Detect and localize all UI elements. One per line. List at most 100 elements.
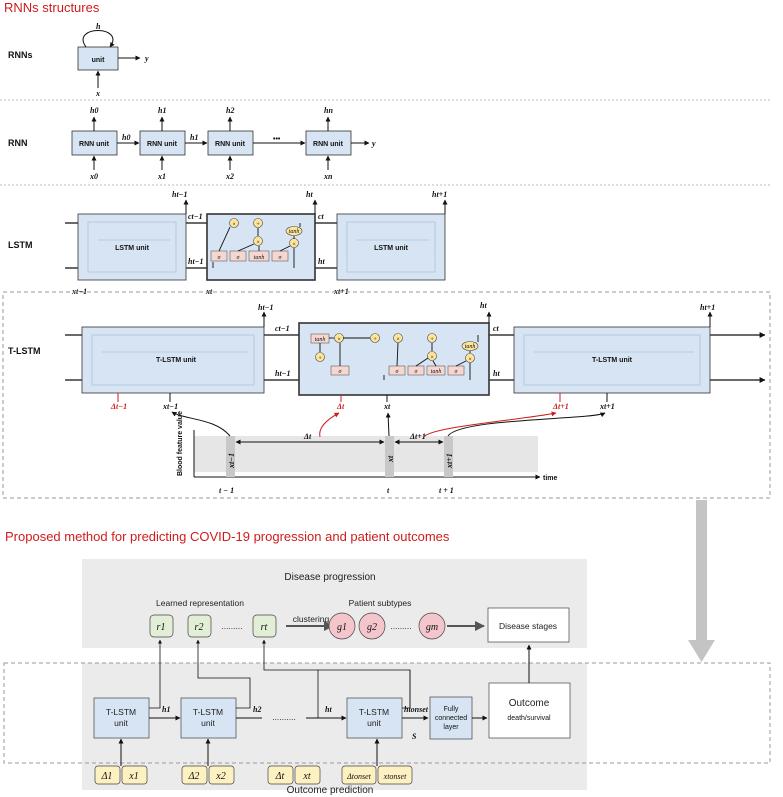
- tlstm-gate-decomp: tanh: [315, 337, 326, 343]
- proposed-title: Proposed method for predicting COVID-19 …: [5, 529, 450, 544]
- input-x-onset: xtonset: [383, 772, 407, 781]
- lstm-c-cur: ct: [318, 212, 325, 221]
- proposed-unit-1-line2: unit: [114, 718, 128, 728]
- input-delta-1: Δ1: [101, 771, 113, 782]
- rnn-x2: x2: [225, 172, 234, 181]
- lstm-h-top-next: ht+1: [432, 190, 447, 199]
- row-label-tlstm: T-LSTM: [8, 346, 41, 356]
- input-delta-onset: Δtonset: [346, 772, 372, 781]
- rnn-x0: x0: [89, 172, 98, 181]
- lstm-gate-f: σ: [218, 255, 222, 261]
- lstm-h-side-cur: ht: [318, 257, 325, 266]
- clustering-label: clustering: [293, 614, 330, 624]
- row-label-rnns: RNNs: [8, 50, 33, 60]
- rep-label-2: r2: [195, 622, 204, 633]
- lstm-op-add: +: [256, 222, 260, 228]
- rep-label-1: r1: [157, 622, 166, 633]
- input-x-1: x1: [128, 771, 138, 782]
- tlstm-gate-f: σ: [396, 369, 400, 375]
- tlstm-x-next: xt+1: [599, 402, 615, 411]
- tlstm-op-add: +: [373, 337, 377, 343]
- outcome-label: Outcome: [509, 698, 550, 709]
- lstm-chain: LSTM unit σ σ tanh σ × + × tanh ×: [65, 190, 448, 296]
- row-label-rnn: RNN: [8, 138, 28, 148]
- blood-chart-xlabel: time: [543, 475, 558, 482]
- lstm-h-top-prev: ht−1: [172, 190, 188, 199]
- tlstm-h-side-prev: ht−1: [275, 369, 291, 378]
- lstm-h-top-cur: ht: [306, 190, 313, 199]
- death-survival-label: death/survival: [507, 715, 551, 722]
- rnns-unit-label: unit: [92, 57, 105, 64]
- proposed-s-label: S: [412, 732, 417, 741]
- big-down-arrow: [688, 500, 715, 662]
- proposed-h2: h2: [253, 705, 261, 714]
- proposed-unit-onset-line2: unit: [367, 718, 381, 728]
- rnn-h2: h2: [226, 106, 234, 115]
- rep-dots: .........: [221, 621, 242, 631]
- input-delta-t: Δt: [275, 771, 285, 782]
- proposed-unit-2: [180, 697, 237, 739]
- tlstm-op-tanh: tanh: [465, 344, 476, 350]
- patient-subtypes-label: Patient subtypes: [349, 598, 412, 608]
- tlstm-delta-next: Δt+1: [552, 402, 569, 411]
- tlstm-unit-center: [298, 322, 490, 396]
- rnn-mid-h0: h0: [122, 133, 130, 142]
- rnn-chain: RNN unit RNN unit RNN unit RNN unit y h0…: [71, 106, 376, 181]
- rep-label-t: rt: [261, 622, 268, 633]
- input-x-t: xt: [302, 771, 310, 782]
- rnns-h-label: h: [96, 22, 101, 31]
- tlstm-h-top-next: ht+1: [700, 303, 715, 312]
- outcome-box: [488, 682, 571, 739]
- tlstm-h-side-cur: ht: [493, 369, 500, 378]
- tlstm-op-input: ×: [430, 355, 434, 361]
- rnns-generic-unit: unit h y x: [77, 22, 149, 98]
- lstm-unit-label-prev: LSTM unit: [115, 245, 149, 252]
- lstm-gate-tanh: tanh: [254, 255, 265, 261]
- proposed-unit-1: [93, 697, 150, 739]
- rep-box-t: [252, 614, 277, 638]
- blood-bar-prev: [226, 436, 235, 477]
- subtype-label-2: g2: [367, 622, 377, 633]
- tlstm-h-top-cur: ht: [480, 301, 487, 310]
- tlstm-unit-label-next: T-LSTM unit: [592, 357, 633, 364]
- proposed-ht: ht: [325, 705, 332, 714]
- tlstm-h-top-prev: ht−1: [258, 303, 274, 312]
- tlstm-unit-prev: [81, 326, 265, 394]
- fc-line-1: Fully: [444, 706, 459, 713]
- proposed-unit-onset: [346, 697, 403, 739]
- rnns-recurrent-loop: [82, 30, 115, 48]
- rnn-y-label: y: [371, 139, 376, 148]
- rnn-h1: h1: [158, 106, 166, 115]
- lstm-gate-o: σ: [279, 255, 283, 261]
- tlstm-c-prev: ct−1: [275, 324, 290, 333]
- disease-stages-box: [487, 607, 570, 643]
- proposed-h1: h1: [162, 705, 170, 714]
- tlstm-op-cell: +: [430, 337, 434, 343]
- subtypes-group: g1 g2 ......... gm: [328, 612, 446, 640]
- rnn-unit-label-1: RNN unit: [147, 141, 178, 148]
- input-x-2: x2: [215, 771, 225, 782]
- tlstm-gate-tanh: tanh: [431, 369, 442, 375]
- tlstm-c-cur: ct: [493, 324, 500, 333]
- proposed-htonset: htonset: [404, 705, 429, 714]
- fc-layer-box: [429, 696, 473, 740]
- tlstm-delta-prev: Δt−1: [110, 402, 127, 411]
- blood-delta-2: Δt+1: [409, 432, 426, 441]
- blood-bar-cur: [385, 436, 394, 477]
- rnn-xn: xn: [323, 172, 333, 181]
- lstm-op-tanh: tanh: [289, 229, 300, 235]
- subtype-circle-1: [328, 612, 356, 640]
- rnn-structures-title: RNNs structures: [4, 0, 100, 15]
- blood-chart-area: [194, 436, 538, 472]
- proposed-unit-1-line1: T-LSTM: [106, 707, 136, 717]
- tlstm-op-output: ×: [468, 357, 472, 363]
- tlstm-gate-o: σ: [455, 369, 459, 375]
- tlstm-frame: [2, 291, 771, 499]
- blood-chart-ylabel: Blood feature value: [177, 411, 184, 476]
- rnn-ellipsis: •••: [273, 136, 281, 143]
- tlstm-op-forget: ×: [396, 337, 400, 343]
- proposed-chain-dots: ..........: [272, 712, 296, 722]
- rnn-h0: h0: [90, 106, 98, 115]
- blood-tick-prev: t − 1: [219, 486, 234, 495]
